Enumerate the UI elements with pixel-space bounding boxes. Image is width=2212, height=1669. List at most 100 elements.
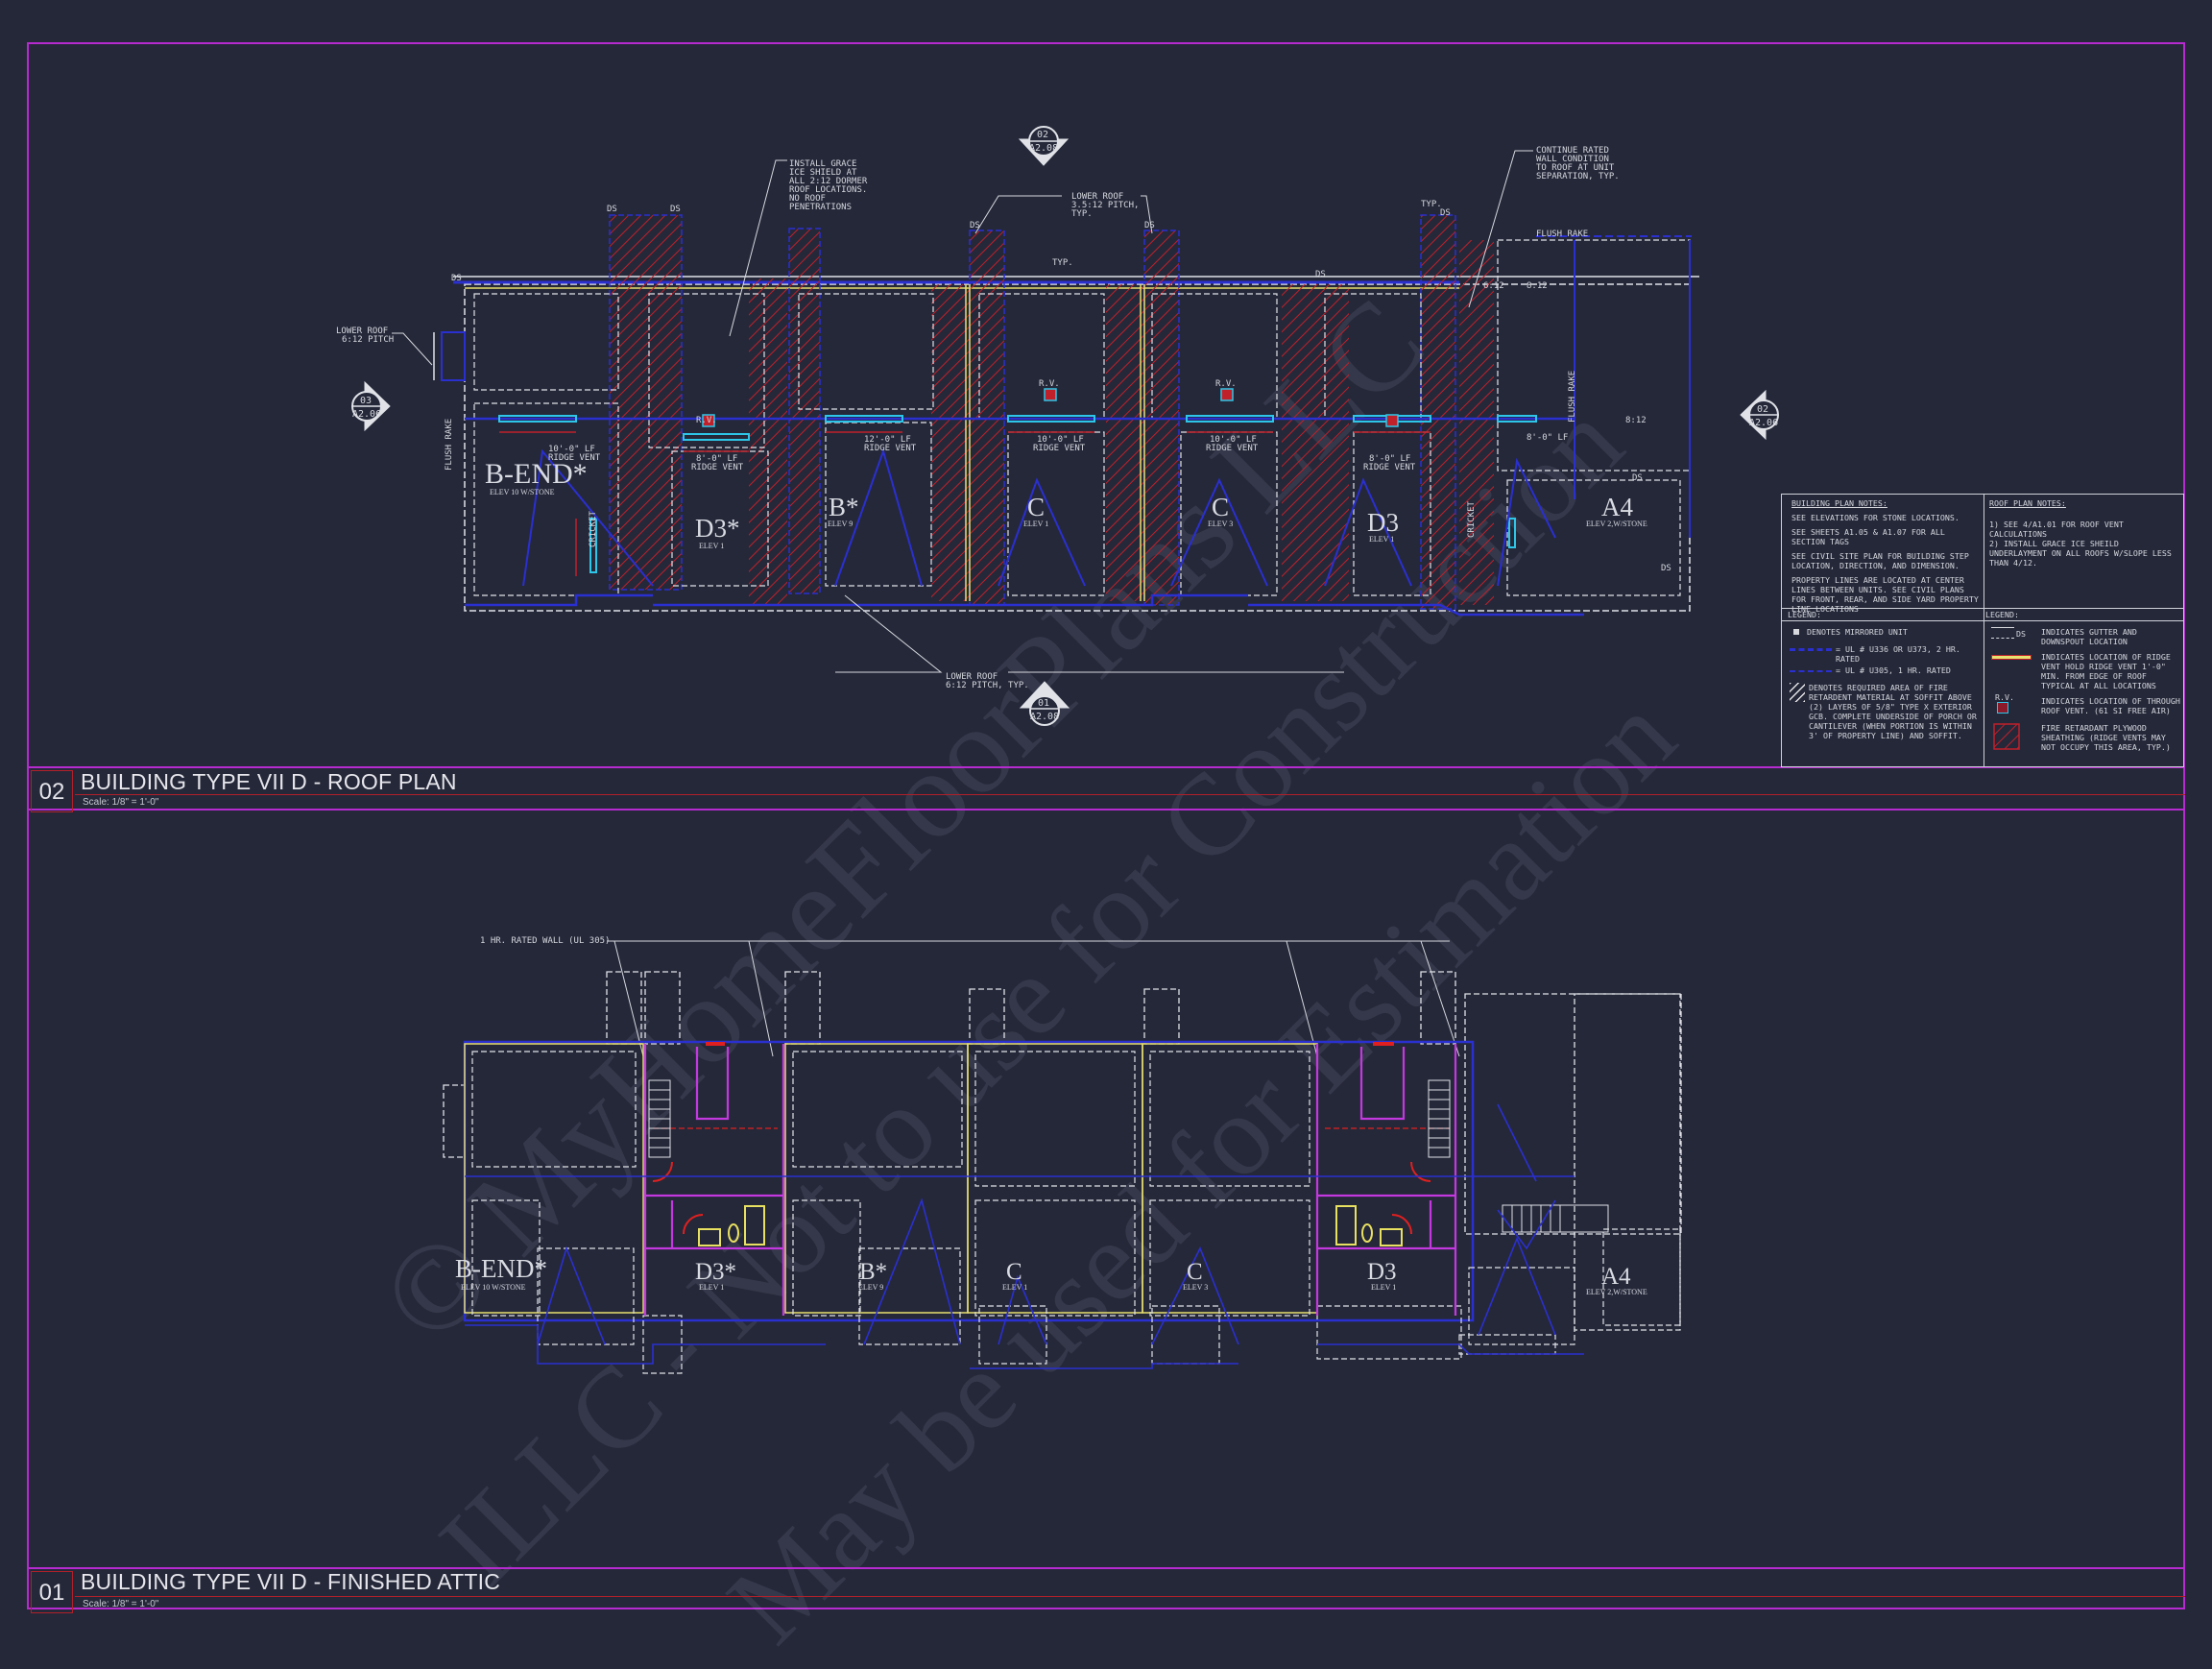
svg-text:8:12: 8:12: [1527, 281, 1548, 291]
svg-text:A2.06: A2.06: [1749, 418, 1778, 428]
svg-text:8:12: 8:12: [1625, 416, 1647, 425]
building-note: SEE SHEETS A1.05 & A1.07 FOR ALL SECTION…: [1791, 527, 1945, 546]
legend-left-heading: LEGEND:: [1788, 610, 1821, 619]
roof-plan: INSTALL GRACE ICE SHIELD AT ALL 2:12 DOR…: [336, 126, 1779, 726]
svg-text:C: C: [1006, 1259, 1022, 1285]
view-scale-attic: Scale: 1/8" = 1'-0": [83, 1599, 159, 1609]
svg-text:CRICKET: CRICKET: [589, 510, 598, 547]
svg-text:D3*: D3*: [695, 1259, 736, 1285]
svg-text:TYP.: TYP.: [1052, 258, 1073, 268]
svg-text:8'-0" LF: 8'-0" LF: [1527, 433, 1568, 443]
white-hatch-icon: [1790, 683, 1805, 702]
svg-text:DS: DS: [1661, 564, 1671, 573]
svg-text:B-END*: B-END*: [485, 458, 588, 490]
svg-text:10'-0" LF: 10'-0" LF: [1210, 435, 1257, 445]
roof-note: 1) SEE 4/A1.01 FOR ROOF VENT CALCULATION…: [1989, 520, 2124, 539]
roof-notes-heading: ROOF PLAN NOTES:: [1989, 498, 2066, 508]
roof-vent-icon: [1997, 702, 2008, 714]
svg-text:ELEV 2,W/STONE: ELEV 2,W/STONE: [1586, 1288, 1647, 1296]
svg-text:CONTINUE RATED: CONTINUE RATED: [1536, 146, 1609, 156]
attic-plan: B-END* ELEV 10 W/STONE D3* ELEV 1 B* ELE…: [443, 936, 1682, 1374]
svg-text:02: 02: [1757, 404, 1768, 415]
svg-text:B*: B*: [859, 1259, 887, 1285]
svg-text:ELEV 9: ELEV 9: [828, 520, 853, 528]
rv-label: R.V.: [1995, 692, 2014, 702]
svg-text:10'-0" LF: 10'-0" LF: [548, 445, 595, 454]
svg-text:LOWER ROOF: LOWER ROOF: [336, 327, 388, 336]
svg-text:D3: D3: [1367, 1259, 1397, 1285]
attic-title-red-line: [75, 1596, 2185, 1597]
gutter-ds-icon: [1991, 627, 2014, 639]
legend-text: DENOTES MIRRORED UNIT: [1807, 627, 1908, 637]
attic-title-top-line: [27, 1567, 2185, 1569]
svg-text:A2.08: A2.08: [1029, 143, 1058, 154]
roof-title-top-line: [27, 766, 2185, 768]
svg-text:R.V.: R.V.: [1215, 379, 1237, 389]
svg-text:ELEV 1: ELEV 1: [1023, 520, 1048, 528]
legend-text: INDICATES LOCATION OF THROUGH ROOF VENT.…: [2041, 696, 2180, 715]
svg-text:ELEV 10 W/STONE: ELEV 10 W/STONE: [490, 488, 555, 496]
roof-plan-notes: ROOF PLAN NOTES: 1) SEE 4/A1.01 FOR ROOF…: [1989, 498, 2176, 766]
svg-text:B*: B*: [829, 493, 859, 521]
svg-text:8'-0" LF: 8'-0" LF: [696, 454, 737, 464]
svg-text:C: C: [1187, 1259, 1203, 1285]
svg-text:12'-0" LF: 12'-0" LF: [864, 435, 911, 445]
callout-grace-1: INSTALL GRACE: [789, 159, 856, 169]
svg-text:ELEV 10 W/STONE: ELEV 10 W/STONE: [461, 1283, 526, 1292]
legend-heading-row: LEGEND: LEGEND:: [1782, 608, 2183, 621]
view-title-attic: BUILDING TYPE VII D - FINISHED ATTIC: [81, 1569, 501, 1594]
legend-text: FIRE RETARDANT PLYWOOD SHEATHING (RIDGE …: [2041, 723, 2171, 752]
svg-text:NO ROOF: NO ROOF: [789, 194, 826, 204]
building-note: PROPERTY LINES ARE LOCATED AT CENTER LIN…: [1791, 575, 1979, 614]
legend-text: = UL # U305, 1 HR. RATED: [1836, 665, 1951, 675]
svg-text:DS: DS: [1632, 473, 1643, 483]
svg-text:TO ROOF AT UNIT: TO ROOF AT UNIT: [1536, 163, 1615, 173]
gutter-ds-label: DS: [2016, 629, 2026, 639]
section-marker-top: [1018, 126, 1070, 166]
svg-text:ELEV 1: ELEV 1: [699, 542, 724, 550]
svg-text:ICE SHIELD AT: ICE SHIELD AT: [789, 168, 857, 178]
section-marker-bottom: [1019, 681, 1070, 726]
legend-text: INDICATES LOCATION OF RIDGE VENT HOLD RI…: [2041, 652, 2171, 690]
svg-text:ELEV 1: ELEV 1: [1371, 1283, 1396, 1292]
legend-mirrored: DENOTES MIRRORED UNIT: [1793, 627, 1976, 637]
red-hatch-icon: [1993, 723, 2020, 750]
blue-2hr-line-icon: [1790, 648, 1832, 651]
svg-text:CRICKET: CRICKET: [1467, 500, 1477, 538]
asterisk-icon: [1793, 629, 1799, 635]
svg-text:A4: A4: [1601, 1264, 1631, 1290]
roof-title-red-line: [75, 794, 2185, 795]
svg-text:6:12 PITCH: 6:12 PITCH: [342, 335, 394, 345]
legend-roof-vent: R.V. INDICATES LOCATION OF THROUGH ROOF …: [1989, 692, 2181, 715]
legend-fire-plywood: FIRE RETARDANT PLYWOOD SHEATHING (RIDGE …: [1989, 723, 2181, 752]
view-number-roof: 02: [31, 770, 73, 812]
svg-text:02: 02: [1037, 130, 1048, 140]
building-plan-notes: BUILDING PLAN NOTES: SEE ELEVATIONS FOR …: [1791, 498, 1979, 766]
view-scale-roof: Scale: 1/8" = 1'-0": [83, 797, 159, 808]
svg-text:LOWER ROOF: LOWER ROOF: [946, 672, 998, 682]
svg-text:B-END*: B-END*: [455, 1254, 547, 1283]
svg-text:DS: DS: [1144, 221, 1155, 230]
building-note: SEE CIVIL SITE PLAN FOR BUILDING STEP LO…: [1791, 551, 1969, 570]
section-marker-left: [351, 380, 391, 432]
view-title-roof: BUILDING TYPE VII D - ROOF PLAN: [81, 769, 457, 794]
svg-text:10'-0" LF: 10'-0" LF: [1037, 435, 1084, 445]
svg-text:03: 03: [360, 396, 372, 406]
svg-text:RIDGE VENT: RIDGE VENT: [691, 463, 744, 472]
view-number-attic: 01: [31, 1571, 73, 1613]
svg-text:SEPARATION, TYP.: SEPARATION, TYP.: [1536, 172, 1620, 181]
svg-text:01: 01: [1038, 698, 1049, 709]
svg-text:ELEV 3: ELEV 3: [1183, 1283, 1208, 1292]
svg-text:FLUSH RAKE: FLUSH RAKE: [1536, 230, 1588, 239]
legend-text: DENOTES REQUIRED AREA OF FIRE RETARDENT …: [1809, 683, 1977, 740]
notes-legend-block: BUILDING PLAN NOTES: SEE ELEVATIONS FOR …: [1781, 494, 2184, 767]
legend-text: INDICATES GUTTER AND DOWNSPOUT LOCATION: [2041, 627, 2137, 646]
svg-text:A2.06: A2.06: [352, 409, 381, 420]
svg-text:ELEV 2,W/STONE: ELEV 2,W/STONE: [1586, 520, 1647, 528]
svg-text:A2.08: A2.08: [1030, 712, 1059, 722]
legend-text: = UL # U336 OR U373, 2 HR. RATED: [1836, 644, 1960, 664]
blue-1hr-line-icon: [1790, 669, 1832, 672]
svg-text:C: C: [1212, 493, 1229, 521]
building-notes-heading: BUILDING PLAN NOTES:: [1791, 498, 1887, 508]
